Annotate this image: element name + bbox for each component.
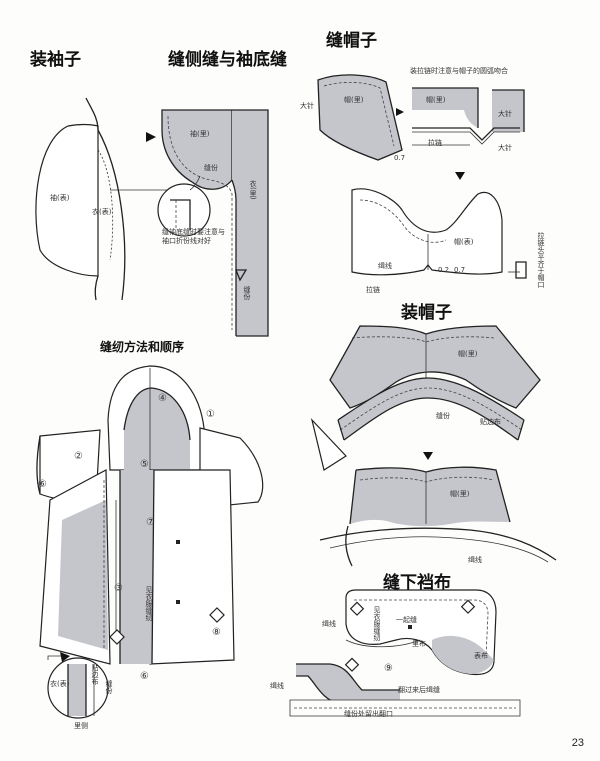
step-9: ⑨ [384, 663, 393, 674]
label-hood-inner-2: 帽(里) [426, 96, 446, 104]
hood-attach-diagram [310, 325, 557, 567]
label-side-body: 衣(里) [249, 180, 257, 200]
title-hood-sew: 缝帽子 [326, 31, 377, 51]
step-1: ① [206, 409, 215, 420]
label-gusset-stitch: 缉线 [322, 620, 336, 628]
label-hood-measure-2: 0.2 [438, 266, 450, 274]
label-side-seam: 缝份 [204, 164, 218, 172]
side-seam-diagram [146, 109, 269, 337]
label-gusset-stitch-bottom: 缉线 [270, 682, 284, 690]
label-garment-right-side: 衣(表) [92, 208, 112, 216]
step-3: ③ [114, 583, 123, 594]
step-6b: ⑥ [140, 671, 149, 682]
label-hood-pin: 大针 [498, 110, 512, 118]
crotch-gusset-diagram [289, 589, 521, 717]
label-gusset-method: 见衣服缝纫 [373, 606, 381, 641]
step-5: ⑤ [140, 459, 149, 470]
label-gusset-outer: 表布 [474, 652, 488, 660]
label-attach-stitch: 缉线 [468, 556, 482, 564]
label-sequence-method: 见衣服缝纫 [145, 586, 153, 621]
label-attach-hood-inner-2: 帽(里) [450, 490, 470, 498]
label-zoom-garment: 衣(表) [50, 680, 70, 688]
label-hood-zipper-2: 拉链 [366, 286, 380, 294]
label-hood-note-right: 拉链头平齐于帽口 [537, 232, 545, 288]
label-attach-binding: 贴边布 [480, 418, 501, 426]
label-zoom-seam: 缝份 [105, 680, 113, 694]
label-hood-inner: 帽(里) [344, 96, 364, 104]
label-side-hem: 缝份 [243, 286, 251, 300]
step-4: ④ [158, 393, 167, 404]
sequence-diagram [36, 365, 264, 719]
label-hood-body: 帽(表) [454, 238, 474, 246]
label-hood-zipper: 拉链 [428, 139, 442, 147]
label-attach-seam: 缝份 [436, 412, 450, 420]
label-gusset-opening: 缝份处留出翻口 [344, 710, 393, 718]
label-zoom-lining: 里侧 [74, 722, 88, 730]
title-sleeve-attach: 装袖子 [30, 50, 81, 70]
step-6: ⑥ [38, 479, 47, 490]
label-hood-measure-3: 0.7 [454, 266, 466, 274]
title-sequence: 缝纫方法和顺序 [100, 340, 185, 354]
label-hood-pin-left: 大针 [300, 102, 314, 110]
step-7: ⑦ [146, 517, 155, 528]
title-side-seam: 缝侧缝与袖底缝 [168, 50, 287, 70]
label-hood-pin-2: 大针 [498, 144, 512, 152]
label-sleeve-right-side: 袖(表) [50, 194, 70, 202]
title-hood-attach: 装帽子 [401, 303, 452, 323]
label-zoom-binding: 贴边布 [91, 664, 99, 685]
label-gusset-fold: 翻过来后缉缝 [398, 686, 440, 694]
label-gusset-inner: 里布 [412, 640, 426, 648]
label-attach-hood-inner: 帽(里) [458, 350, 478, 358]
sleeve-attach-diagram [35, 97, 170, 301]
page-number: 23 [571, 737, 584, 749]
label-gusset-ref: 一起缝 [396, 616, 417, 624]
label-hood-measure: 0.7 [394, 154, 406, 162]
title-crotch-gusset: 缝下裆布 [383, 573, 451, 593]
label-side-note: 缝袖底缝时要注意与袖口折份线对好 [162, 228, 225, 245]
step-2: ② [74, 451, 83, 462]
step-8: ⑧ [212, 627, 221, 638]
label-hood-stitch: 缉线 [378, 262, 392, 270]
hood-sew-diagram [317, 74, 527, 279]
label-side-lining: 袖(里) [190, 130, 210, 138]
label-hood-note-top: 装拉链时注意与帽子的圆弧吻合 [410, 67, 508, 75]
